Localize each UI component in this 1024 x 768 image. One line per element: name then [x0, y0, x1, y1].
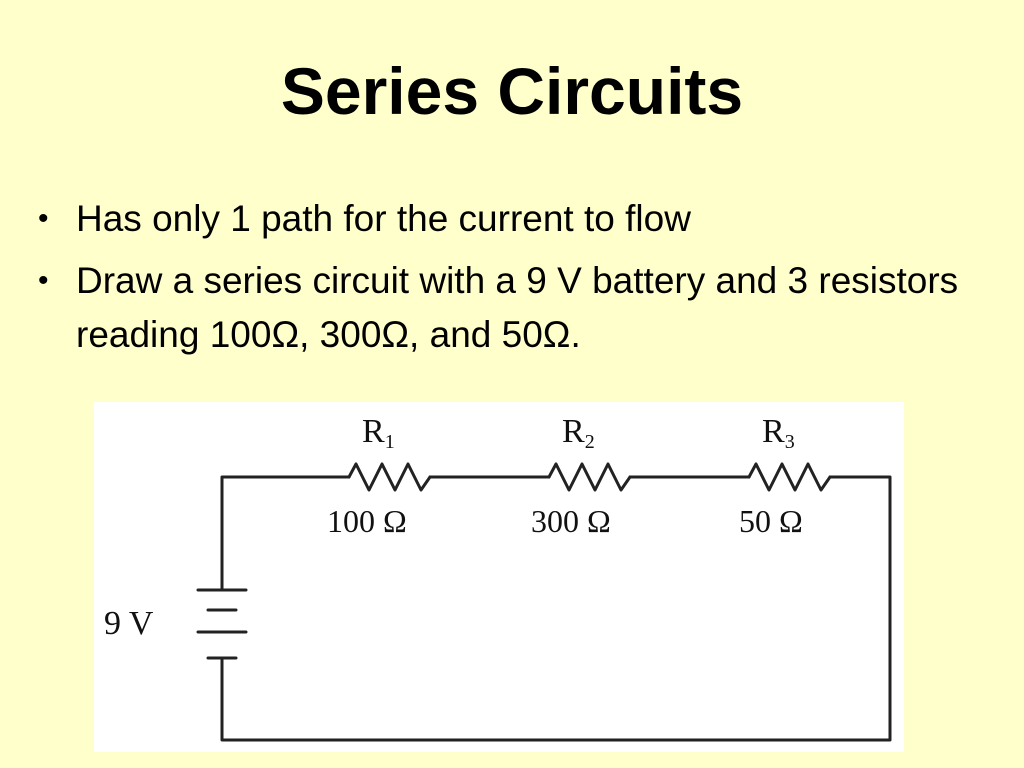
bullet-item: • Has only 1 path for the current to flo…: [38, 192, 998, 246]
bullet-dot-icon: •: [38, 202, 49, 235]
wire-right: [220, 475, 892, 742]
resistor-2-value: 300 Ω: [531, 503, 611, 539]
bullet-item: • Draw a series circuit with a 9 V batte…: [38, 254, 998, 362]
resistor-2-name: R2: [562, 413, 595, 453]
battery-label: 9 V: [104, 605, 154, 642]
resistor-3-value: 50 Ω: [739, 503, 803, 539]
bullet-text: Has only 1 path for the current to flow: [76, 198, 691, 239]
resistor-1-name: R1: [362, 413, 395, 453]
resistor-2-icon: [547, 462, 632, 492]
circuit-diagram: 9 V R1 100 Ω R2 300 Ω R3 50 Ω: [94, 402, 904, 752]
resistor-3-icon: [747, 462, 832, 492]
resistor-1-icon: [347, 462, 432, 492]
resistor-1-value: 100 Ω: [327, 503, 407, 539]
bullet-list: • Has only 1 path for the current to flo…: [38, 192, 998, 370]
wire-top: [220, 475, 351, 592]
resistor-3-name: R3: [762, 413, 795, 453]
bullet-dot-icon: •: [38, 264, 49, 297]
bullet-text: Draw a series circuit with a 9 V battery…: [76, 260, 959, 355]
circuit-svg: 9 V R1 100 Ω R2 300 Ω R3 50 Ω: [104, 413, 892, 742]
slide-title: Series Circuits: [280, 54, 744, 128]
battery-icon: [196, 588, 248, 660]
